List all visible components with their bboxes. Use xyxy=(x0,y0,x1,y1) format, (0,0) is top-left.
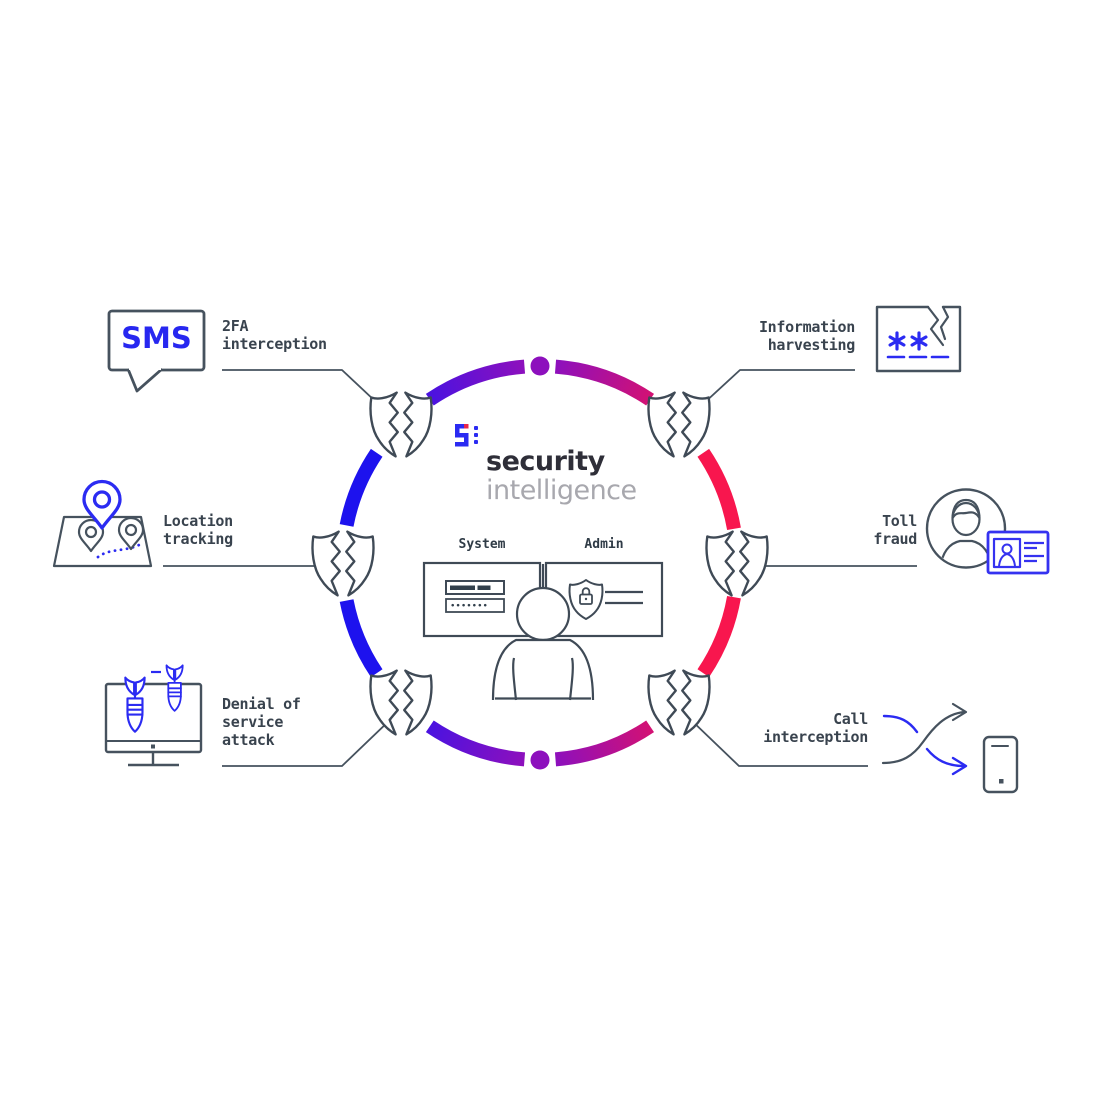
ring-arc xyxy=(425,359,526,406)
username-field xyxy=(445,580,505,595)
password-field: ••••••• xyxy=(445,598,505,613)
brand-name-primary: security xyxy=(486,446,605,477)
broken-shield-icon xyxy=(647,391,711,458)
broken-shield-icon xyxy=(369,669,433,736)
ring-arc xyxy=(697,448,741,531)
ring-dot-top xyxy=(530,356,550,376)
ring-arc xyxy=(697,595,741,678)
broken-shield-icon xyxy=(369,391,433,458)
map-pins-icon xyxy=(52,479,153,568)
admin-notes-lines xyxy=(605,590,643,605)
threat-label-call-interception: Call interception xyxy=(763,710,868,746)
bomb-left xyxy=(124,676,146,733)
shield-lock-icon xyxy=(568,579,604,620)
ring-arc xyxy=(339,599,383,678)
password-mask-text: ••••••• xyxy=(450,602,488,612)
user-id-card-icon xyxy=(925,488,1050,575)
user-head xyxy=(951,501,981,537)
gray-swap-arrow xyxy=(881,710,966,765)
sms-bubble-text: SMS xyxy=(121,321,192,355)
ring-arc xyxy=(554,359,655,406)
bomb-right xyxy=(165,664,184,712)
brand-name-secondary: intelligence xyxy=(486,475,637,506)
user-hair xyxy=(951,498,981,519)
call-swap-phone-icon xyxy=(881,702,1019,794)
admin-head xyxy=(515,586,571,642)
connector-2fa xyxy=(222,369,392,417)
cracked-password-card-icon xyxy=(875,305,962,373)
ring-arc xyxy=(554,720,655,767)
admin-torso xyxy=(491,638,595,701)
protection-ring xyxy=(339,356,741,770)
connector-denial-of-service xyxy=(222,718,392,767)
connector-call-interception xyxy=(689,718,868,767)
center-illustration: ••••••• xyxy=(422,561,664,701)
blue-swap-arrow xyxy=(882,714,919,734)
threat-label-toll-fraud: Toll fraud xyxy=(873,512,917,548)
broken-shield-icon xyxy=(647,669,711,736)
smartphone xyxy=(982,735,1019,794)
threat-label-location-tracking: Location tracking xyxy=(163,512,233,548)
threat-label-information-harvesting: Information harvesting xyxy=(758,318,855,354)
admin-panel-label: Admin xyxy=(584,537,624,552)
sms-bubble-icon xyxy=(107,309,206,393)
monitor-stand xyxy=(128,752,179,767)
ring-dot-bottom xyxy=(530,750,550,770)
system-panel-label: System xyxy=(458,537,506,552)
threat-label-2fa-interception: 2FA interception xyxy=(222,317,327,353)
id-card xyxy=(986,530,1050,575)
broken-shield-icon xyxy=(705,530,769,597)
bomb-monitor-icon xyxy=(104,664,203,767)
ring-arc xyxy=(425,720,526,767)
threat-label-denial-of-service: Denial of service attack xyxy=(222,695,301,749)
ring-arc xyxy=(339,448,383,527)
connector-information-harvesting xyxy=(689,369,855,417)
broken-shield-icon xyxy=(311,530,375,597)
brand-logo-icon xyxy=(455,424,478,447)
asterisk-glyphs xyxy=(888,331,928,351)
